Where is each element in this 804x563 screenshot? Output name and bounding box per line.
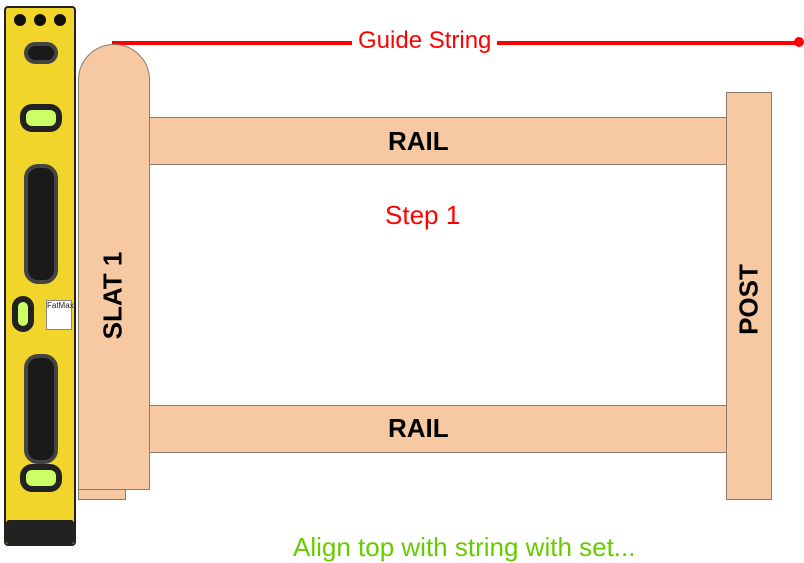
top-rail-label: RAIL — [388, 126, 449, 156]
post — [726, 92, 772, 500]
top-rail — [148, 117, 727, 165]
slat-1 — [78, 44, 150, 490]
level-handle-hole-top — [24, 42, 58, 64]
level-handle-hole-upper — [24, 164, 58, 284]
spirit-level: FatMax — [4, 6, 76, 546]
instruction-note: Align top with string with set... — [293, 532, 636, 562]
slat-1-label: SLAT 1 — [97, 251, 128, 340]
level-hanger-dot-2 — [34, 14, 46, 26]
level-brand-label: FatMax — [46, 300, 74, 330]
level-handle-hole-lower — [24, 354, 58, 464]
bottom-rail-label: RAIL — [388, 413, 449, 443]
level-end-cap — [6, 520, 74, 544]
post-label: POST — [733, 264, 764, 335]
step-label: Step 1 — [385, 200, 461, 230]
level-hanger-dot-1 — [14, 14, 26, 26]
level-vial-middle — [12, 296, 34, 332]
level-hanger-dot-3 — [54, 14, 66, 26]
bottom-rail — [148, 405, 727, 453]
level-vial-bottom — [20, 464, 62, 492]
guide-string-label: Guide String — [352, 26, 498, 56]
level-vial-top — [20, 104, 62, 132]
guide-string-end-dot — [794, 37, 804, 47]
